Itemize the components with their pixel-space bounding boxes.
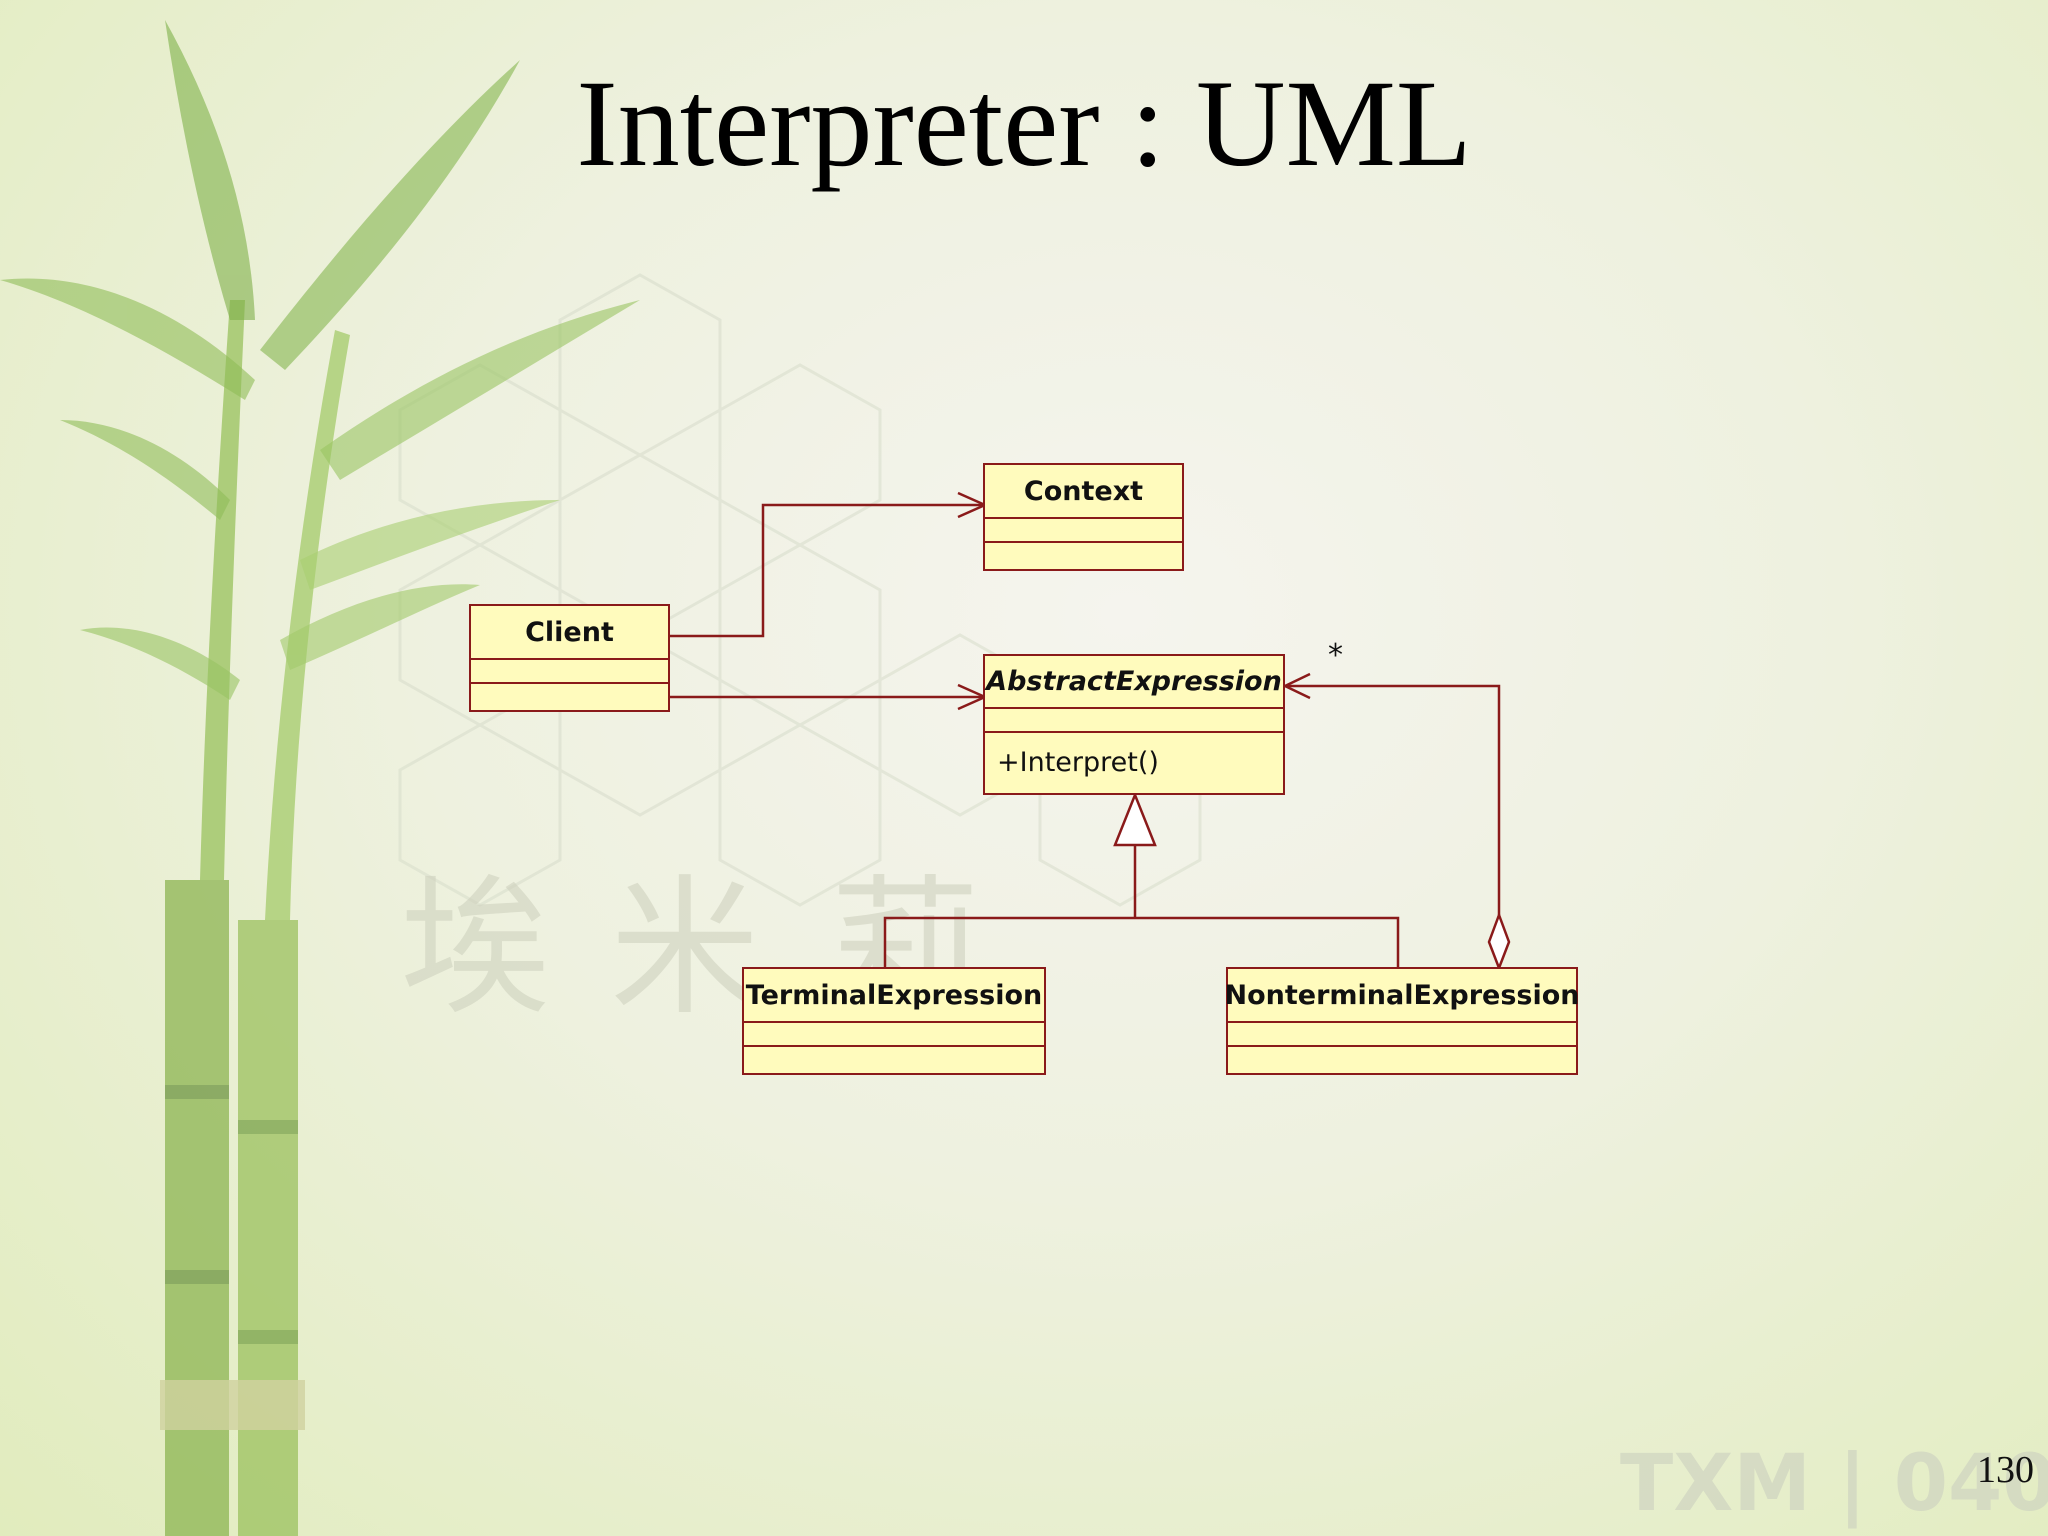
slide-title: Interpreter : UML	[576, 55, 1472, 192]
arrowhead-aggregation	[1282, 672, 1311, 700]
attributes-section	[1228, 1023, 1576, 1047]
attributes-section	[985, 519, 1182, 543]
class-context[interactable]: Context	[983, 463, 1184, 571]
generalization-triangle	[1113, 791, 1157, 847]
class-name: TerminalExpression	[744, 969, 1044, 1023]
generalization-branch	[883, 916, 1400, 968]
class-name: NonterminalExpression	[1225, 969, 1579, 1023]
svg-text:TXM | 040. U: TXM | 040. U	[1620, 1439, 2048, 1529]
operations-section	[985, 543, 1182, 569]
operations-section	[471, 684, 668, 710]
class-name: Context	[985, 465, 1182, 519]
svg-text:埃: 埃	[400, 862, 550, 1036]
operation-interpret: +Interpret()	[997, 747, 1159, 778]
attributes-section	[744, 1023, 1044, 1047]
attributes-section	[471, 660, 668, 684]
multiplicity-label: *	[1328, 638, 1343, 673]
class-name: AbstractExpression	[985, 656, 1283, 710]
operations-section	[1228, 1047, 1576, 1073]
page-number: 130	[1977, 1449, 2034, 1491]
arrowhead-abstractexpression	[957, 683, 989, 711]
attributes-section	[985, 709, 1283, 733]
arrowhead-context	[957, 491, 989, 519]
class-terminal-expression[interactable]: TerminalExpression	[742, 967, 1046, 1075]
aggregation-line	[1285, 684, 1501, 915]
association-client-context	[669, 503, 985, 638]
class-name: Client	[471, 606, 668, 660]
aggregation-diamond	[1487, 911, 1511, 972]
svg-text:米: 米	[610, 862, 760, 1036]
class-client[interactable]: Client	[469, 604, 670, 712]
class-nonterminal-expression[interactable]: NonterminalExpression	[1225, 967, 1579, 1075]
operations-section: +Interpret()	[985, 733, 1283, 793]
operations-section	[744, 1047, 1044, 1073]
class-abstract-expression[interactable]: AbstractExpression +Interpret()	[983, 654, 1285, 795]
